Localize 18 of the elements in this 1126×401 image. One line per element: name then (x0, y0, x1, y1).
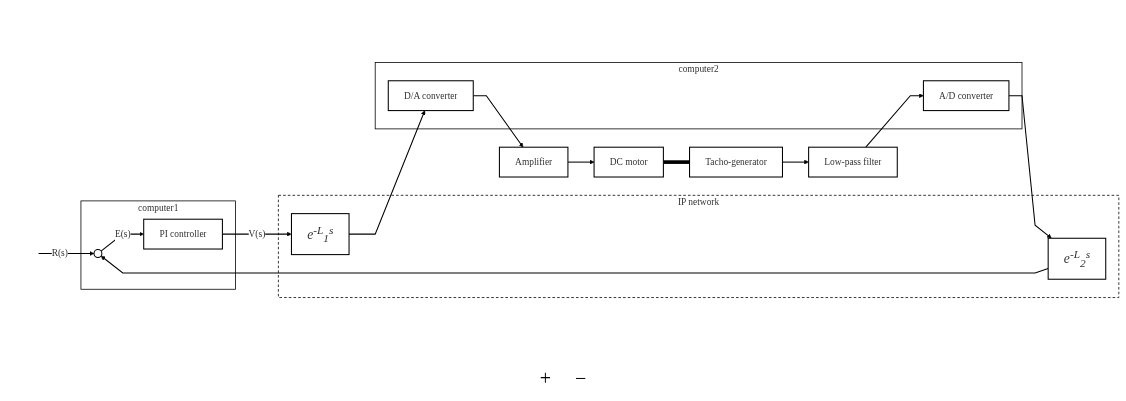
sign-label: − (575, 366, 587, 390)
connector (663, 160, 690, 164)
node-box: Low-pass filter (808, 146, 898, 178)
node-box: PI controller (143, 218, 223, 250)
node-box: DC motor (593, 146, 664, 178)
node-box: A/D converter (922, 80, 1010, 112)
edge-label: R(s) (51, 248, 68, 259)
edge-label: V(s) (248, 228, 266, 240)
arrow (865, 93, 924, 148)
node-circle (93, 249, 103, 258)
sign-label: + (539, 366, 551, 390)
node-box: Amplifier (498, 146, 569, 178)
edge-label: E(s) (114, 228, 131, 240)
node-box: Tacho-generator (689, 146, 783, 178)
arrow (1008, 95, 1052, 239)
node-box: D/A converter (387, 80, 474, 112)
arrow (567, 159, 595, 165)
arrow (100, 255, 1049, 274)
